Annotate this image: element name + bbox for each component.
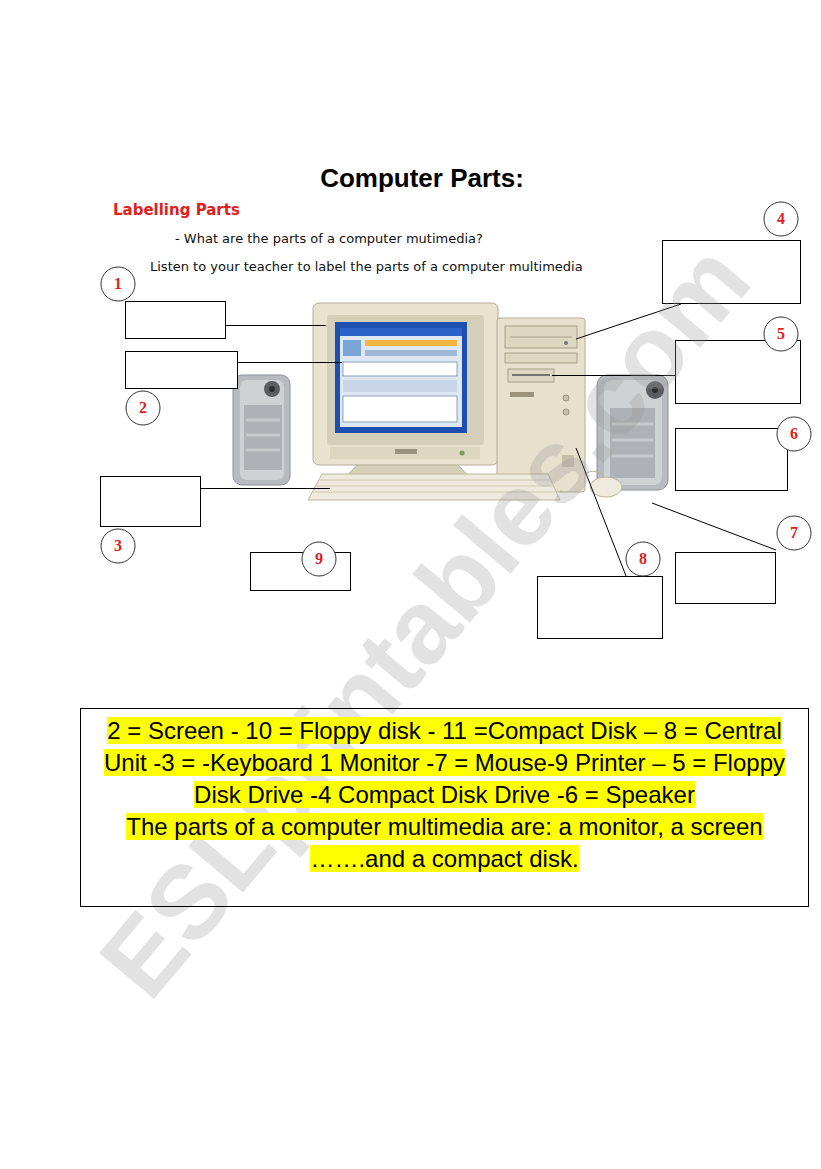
question-text-holder: - What are the parts of a computer mutim… (175, 229, 483, 247)
blank-box (538, 577, 663, 639)
blank-box (676, 553, 776, 604)
callout-circle-outline (126, 391, 160, 425)
page-title: Computer Parts: (320, 163, 524, 193)
answer-text: The parts of a computer multimedia are: … (126, 813, 762, 872)
callout-number: 4 (777, 211, 785, 227)
answer-text: 2 = Screen - 10 = Floppy disk - 11 =Comp… (104, 717, 785, 808)
callout-number: 7 (790, 525, 798, 541)
leader-line (238, 362, 342, 363)
callout-number: 3 (114, 538, 122, 554)
callout-circle: 9 (301, 541, 337, 577)
callout-circle-outline (764, 202, 798, 236)
leader-line (201, 488, 330, 489)
callout-circle-outline (626, 542, 660, 576)
section-heading-holder: Labelling Parts (113, 201, 240, 219)
answer-paragraph: The parts of a computer multimedia are: … (95, 811, 794, 875)
callout-number: 9 (315, 551, 323, 567)
callout-circle: 8 (625, 541, 661, 577)
callout-circle: 2 (125, 390, 161, 426)
callout-circle: 7 (776, 515, 812, 551)
callout-circle: 6 (776, 416, 812, 452)
title-holder: Computer Parts: (320, 163, 524, 194)
callout-circle-outline (764, 317, 798, 351)
callout-circle-outline (777, 417, 811, 451)
callout-circle-outline (101, 529, 135, 563)
blank-box (101, 477, 201, 527)
blank-box (126, 302, 226, 339)
answer-box: 2 = Screen - 10 = Floppy disk - 11 =Comp… (80, 708, 809, 907)
callout-circle-outline (302, 542, 336, 576)
instruction-text-holder: Listen to your teacher to label the part… (150, 257, 583, 275)
blank-box (676, 429, 788, 491)
callout-circle: 3 (100, 528, 136, 564)
question-text: - What are the parts of a computer mutim… (175, 231, 483, 246)
section-heading: Labelling Parts (113, 201, 240, 219)
callout-circle: 4 (763, 201, 799, 237)
callout-circle-outline (101, 267, 135, 301)
instruction-text: Listen to your teacher to label the part… (150, 259, 583, 274)
left-speaker (233, 375, 290, 485)
callout-number: 1 (114, 276, 122, 292)
callout-number: 2 (139, 400, 147, 416)
answer-paragraph: 2 = Screen - 10 = Floppy disk - 11 =Comp… (95, 715, 794, 811)
callout-number: 8 (639, 551, 647, 567)
leader-line (226, 325, 326, 326)
blank-box (126, 352, 238, 389)
leader-line (652, 503, 776, 550)
callout-circle: 5 (763, 316, 799, 352)
callout-circle: 1 (100, 266, 136, 302)
callout-circle-outline (777, 516, 811, 550)
callout-number: 6 (790, 426, 798, 442)
callout-number: 5 (777, 326, 785, 342)
monitor (313, 303, 498, 480)
